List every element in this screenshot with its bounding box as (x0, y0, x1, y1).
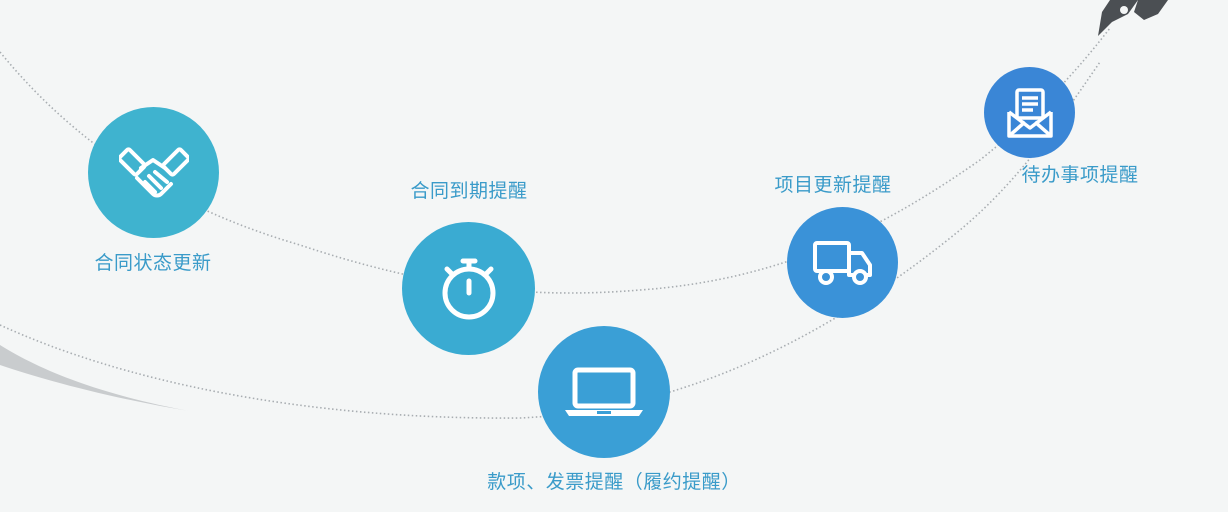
label-payment-invoice: 款项、发票提醒（履约提醒） (487, 471, 741, 493)
node-contract-expiry (402, 222, 535, 355)
node-todo (984, 67, 1075, 158)
label-contract-expiry: 合同到期提醒 (410, 180, 528, 202)
node-contract-status (88, 107, 219, 238)
swoosh-shape (0, 345, 195, 412)
node-project-update (787, 207, 898, 318)
label-project-update: 项目更新提醒 (774, 174, 892, 196)
node-payment-invoice (538, 326, 670, 458)
truck-icon (812, 240, 872, 285)
rocket-icon (1098, 0, 1168, 36)
upper-dotted-curve (0, 27, 1111, 294)
mail-icon (1006, 87, 1053, 138)
handshake-icon (118, 146, 189, 197)
label-contract-status: 合同状态更新 (94, 252, 212, 274)
stopwatch-icon (442, 258, 495, 319)
lower-dotted-curve (0, 61, 1101, 419)
laptop-icon (565, 367, 643, 416)
label-todo: 待办事项提醒 (1021, 164, 1139, 186)
